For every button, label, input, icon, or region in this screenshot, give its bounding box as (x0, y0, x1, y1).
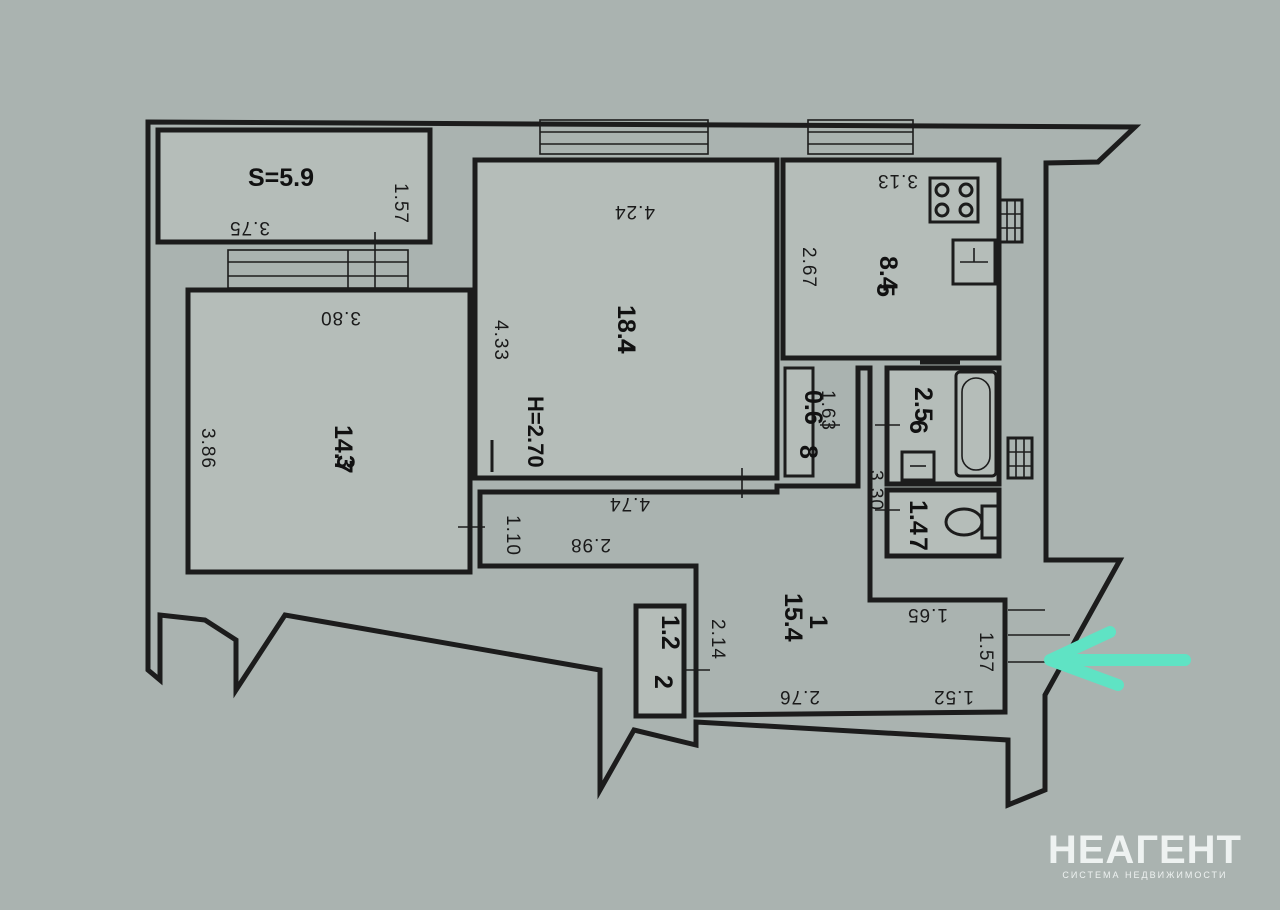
balcony-depth-dim: 1.57 (390, 183, 411, 224)
entrance-arrow (1044, 626, 1191, 691)
balcony: S=5.9 3.75 1.57 (155, 127, 433, 305)
room4-bottom-dim: 4.74 (609, 493, 650, 514)
room-7-toilet: 1.4 7 (875, 487, 1002, 559)
room4-area: 18.4 (612, 305, 640, 354)
watermark-text: НЕАГЕНТ (1047, 828, 1242, 872)
room4-width-dim: 4.24 (614, 201, 655, 222)
hall-bottom-dim: 2.76 (779, 686, 820, 707)
corridor: 1.10 2.98 2.14 3.30 15.4 1 1.65 1.57 2.7… (458, 365, 1070, 718)
outer-walls (145, 119, 1142, 809)
hall-entry-dim: 1.57 (975, 632, 996, 673)
bathtub-icon (954, 370, 998, 478)
room5-width-dim: 3.13 (877, 170, 918, 191)
toilet-icon (944, 504, 1002, 540)
watermark-logo: НЕАГЕНТ СИСТЕМА НЕДВИЖИМОСТИ (1048, 830, 1242, 880)
room6-number: 6 (904, 420, 932, 434)
watermark-tagline: СИСТЕМА НЕДВИЖИМОСТИ (1062, 870, 1228, 880)
room4-depth-dim: 4.33 (490, 320, 511, 361)
radiator-icon (998, 198, 1024, 244)
pantry-dim: 1.63 (817, 390, 838, 431)
room-4: 4.24 4.33 18.4 4 H=2.70 4.74 (472, 119, 780, 514)
balcony-area: S=5.9 (248, 164, 314, 192)
room7-number: 7 (904, 537, 932, 551)
room3-number: 3 (331, 455, 359, 469)
room-6-bath: 2.5 6 (875, 359, 1034, 487)
room3-width-dim: 3.80 (320, 307, 361, 328)
hall-top-dim: 1.65 (907, 604, 948, 625)
room7-area: 1.4 (904, 500, 932, 535)
room-2-closet: 1.2 2 (633, 603, 687, 719)
room8-area: 0.6 (799, 390, 827, 425)
room1-area: 15.4 (779, 593, 807, 642)
room5-number: 5 (871, 283, 899, 297)
room5-area: 8.4 (874, 256, 902, 291)
room2-number: 2 (649, 675, 677, 689)
stove-icon (928, 176, 980, 224)
room2-area: 1.2 (656, 615, 684, 650)
washbasin-icon (900, 450, 936, 482)
radiator-icon (1006, 436, 1034, 480)
room3-depth-dim: 3.86 (197, 428, 218, 469)
room3-area: 14.7 (329, 425, 357, 474)
room6-area: 2.5 (909, 387, 937, 422)
balcony-width-dim: 3.75 (229, 217, 270, 238)
ceiling-height: H=2.70 (523, 396, 548, 468)
kitchen-sink-icon (951, 238, 997, 286)
room-5-kitchen: 3.13 2.67 8.4 5 (780, 119, 1024, 361)
room8-number: 8 (794, 445, 822, 459)
room5-depth-dim: 2.67 (798, 247, 819, 288)
room-8-pantry: 0.6 8 1.63 (783, 366, 840, 478)
corridor-width-dim: 2.98 (570, 534, 611, 555)
hall-bottom-right-dim: 1.52 (933, 686, 974, 707)
bath-depth-dim: 3.30 (865, 470, 886, 511)
closet-depth-dim: 2.14 (707, 619, 728, 660)
room4-number: 4 (612, 339, 640, 353)
room1-number: 1 (804, 615, 832, 629)
room-3: 3.80 3.86 14.7 3 (185, 287, 473, 575)
corridor-door-dim: 1.10 (502, 515, 523, 556)
